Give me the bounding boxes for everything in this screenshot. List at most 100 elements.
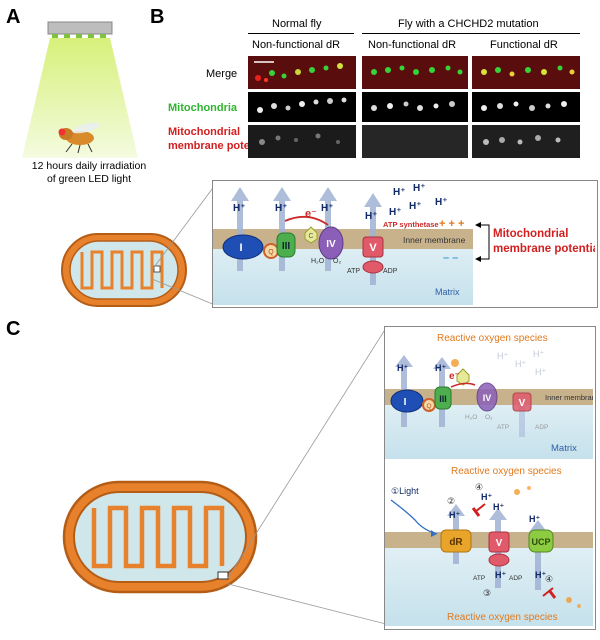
complex-i-label-b: I [239, 242, 242, 254]
complex-v-label-c-bottom: V [496, 538, 503, 549]
mito-mutant-f [472, 92, 580, 122]
complex-iii-c [434, 386, 452, 410]
atp-label-cb: ATP [473, 575, 485, 582]
group-normal-rule [248, 33, 354, 34]
complex-iv-b [318, 226, 344, 260]
c-b [304, 226, 318, 244]
group-mutant-label: Fly with a CHCHD2 mutation [398, 18, 539, 30]
adp-label-b: ADP [383, 268, 398, 275]
panel-a-letter: A [6, 6, 21, 28]
dr-light-diagram-c-bottom: Reactive oxygen species ①Light ② ③ ④ ④ d… [385, 466, 593, 626]
h-label-c-3: H⁺ [497, 351, 508, 361]
step4-label-a: ④ [475, 482, 483, 492]
merge-normal [248, 56, 356, 89]
matrix-label-b: Matrix [435, 287, 460, 297]
merge-mutant-f [472, 56, 580, 89]
row-mito-label: Mitochondria [168, 102, 238, 114]
h-label-b-9: H⁺ [435, 197, 448, 208]
micrograph-mutant-nonfunctional-column [362, 56, 468, 158]
atp-synthetase-label: ATP synthetase [383, 220, 439, 229]
led-lamp [47, 21, 113, 35]
complex-iv-c [476, 382, 498, 412]
complex-i-b [222, 234, 264, 260]
h-label-cb-2: H⁺ [481, 492, 492, 502]
h-label-cb-6: H⁺ [535, 570, 546, 580]
potential-label-b-1: Mitochondrial [493, 228, 568, 240]
light-label: ①Light [391, 486, 419, 496]
minus-signs: – – [443, 252, 458, 264]
potential-mutant-nf [362, 125, 468, 158]
panel-a-caption-1: 12 hours daily irradiation [31, 160, 147, 172]
col-mutant-nonfunctional: Non-functional dR [368, 39, 457, 51]
complex-i-c [390, 389, 424, 413]
h-label-cb-4: H⁺ [529, 514, 540, 524]
h2o-label-b: H₂O [311, 258, 325, 265]
mito-mutant-nf [362, 92, 468, 122]
step4-label-b: ④ [545, 574, 553, 584]
electron-transport-diagram-b: I Q III C IV V e⁻ H⁺ H⁺ H⁺ H⁺ H⁺ H⁺ H⁺ H… [213, 183, 595, 305]
o2-label-c: O₂ [485, 414, 493, 421]
o2-label-b: O₂ [333, 258, 341, 265]
complex-v-label-c: V [519, 398, 526, 409]
dr-label: dR [449, 537, 463, 548]
inner-membrane-label-c: Inner membrane [545, 393, 593, 402]
panel-c-letter: C [6, 318, 21, 340]
adp-label-cb: ADP [509, 575, 522, 582]
complex-iii-label-c: III [439, 394, 447, 404]
potential-mutant-f [472, 125, 580, 158]
electron-transport-diagram-c-top: Reactive oxygen species I Q III IV V e⁻ … [385, 333, 593, 459]
light-wave [390, 499, 438, 535]
inner-membrane-label-b: Inner membrane [403, 235, 466, 245]
micrograph-mutant-functional-column [472, 56, 580, 158]
h-label-b-3: H⁺ [321, 203, 334, 214]
complex-i-label-c: I [404, 397, 407, 408]
col-mutant-functional: Functional dR [490, 39, 558, 51]
group-mutant-rule [362, 33, 580, 34]
group-normal-label: Normal fly [272, 18, 322, 30]
step3-label: ③ [483, 588, 491, 598]
h2o-label-c: H₂O [465, 414, 477, 421]
panel-a-caption-2: of green LED light [46, 173, 132, 185]
zoom-lines-b [151, 184, 216, 306]
complex-v-label-b: V [369, 242, 377, 254]
h-label-b-1: H⁺ [233, 203, 246, 214]
h-label-b-4: H⁺ [365, 211, 378, 222]
row-potential-label-1: Mitochondrial [168, 126, 241, 138]
plus-signs: + + + [439, 218, 464, 230]
q-label-c: Q [426, 403, 431, 410]
electron-label-b: e⁻ [305, 208, 317, 220]
panel-b-letter: B [150, 6, 165, 28]
h-label-b-7: H⁺ [409, 201, 422, 212]
complex-v-c [512, 392, 532, 412]
h-label-b-5: H⁺ [393, 187, 406, 198]
atp-label-b: ATP [347, 268, 360, 275]
adp-label-c: ADP [535, 424, 548, 431]
h-label-c-6: H⁺ [535, 367, 546, 377]
complex-v-b [362, 236, 384, 258]
h-label-cb-3: H⁺ [493, 502, 504, 512]
potential-label-b-2: membrane potential [493, 243, 595, 255]
c-label-b: C [308, 233, 313, 240]
mitochondrion-illustration-b [61, 233, 187, 307]
ros-label-c-bottom-top: Reactive oxygen species [451, 466, 562, 477]
complex-iii-label-b: III [282, 241, 291, 252]
complex-iii-b [276, 232, 296, 258]
ucp-protein [528, 529, 554, 553]
q-label-b: Q [268, 249, 274, 256]
h-label-c-2: H⁺ [435, 363, 446, 373]
col-normal-nonfunctional: Non-functional dR [252, 39, 341, 51]
complex-iv-label-c: IV [483, 393, 492, 403]
h-label-c-1: H⁺ [397, 363, 408, 373]
h-label-cb-5: H⁺ [495, 570, 506, 580]
matrix-label-c: Matrix [551, 443, 577, 454]
dr-protein [440, 529, 472, 553]
atp-label-c: ATP [497, 424, 509, 431]
h-label-c-5: H⁺ [533, 349, 544, 359]
complex-v-c-bottom [488, 531, 510, 553]
micrograph-normal-column [248, 56, 356, 158]
led-illustration [22, 21, 138, 158]
electron-label-c: e⁻ [449, 371, 460, 382]
zoom-lines-c [227, 327, 387, 625]
fly-icon [58, 122, 100, 154]
h-label-b-6: H⁺ [413, 183, 426, 194]
